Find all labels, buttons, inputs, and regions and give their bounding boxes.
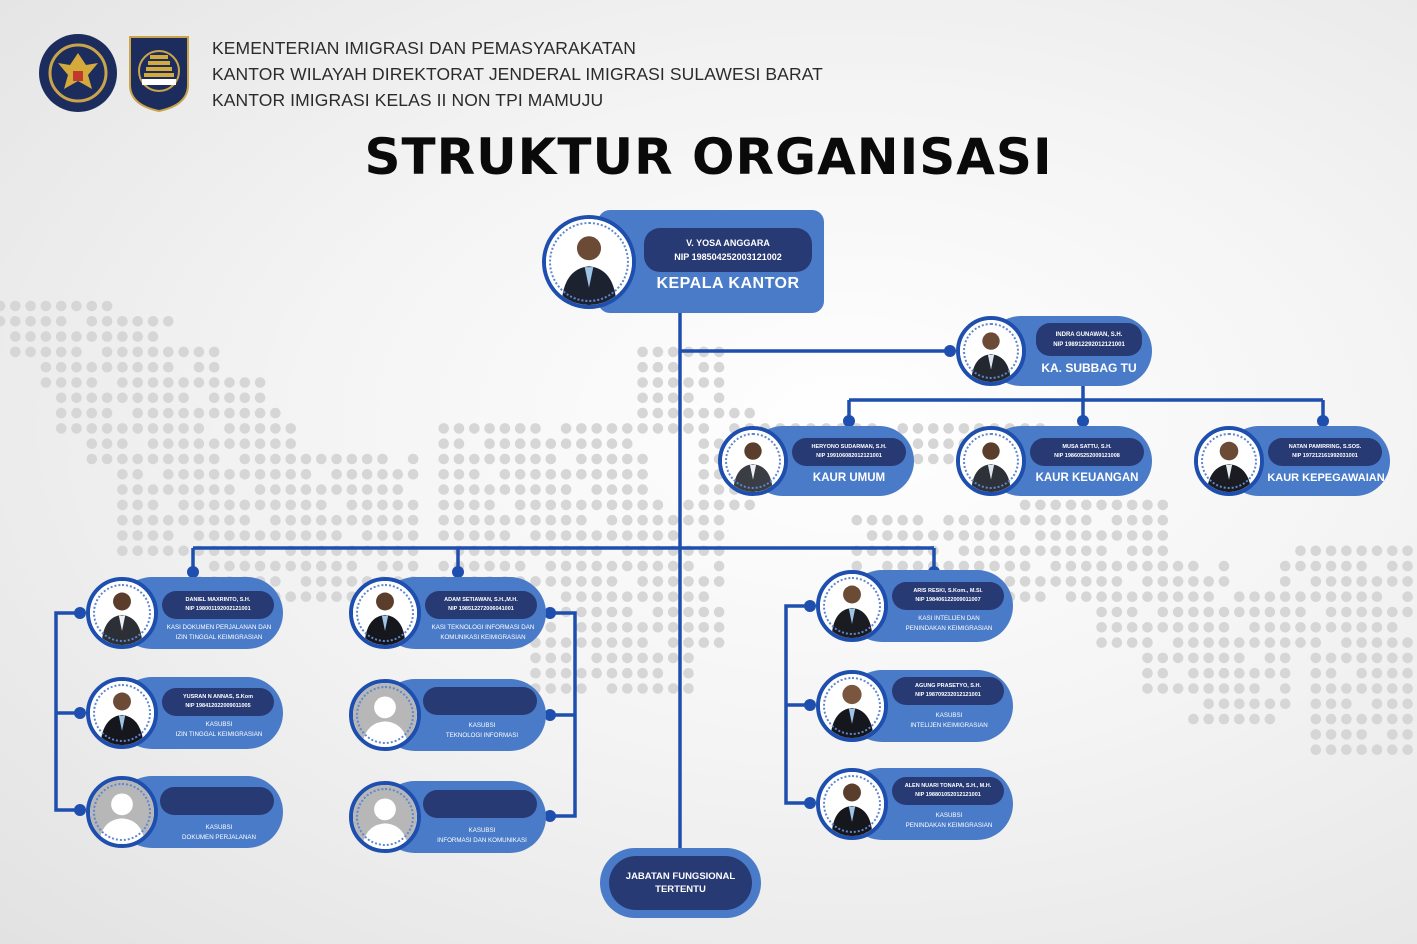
- person-name: HERYONO SUDARMAN, S.H.: [811, 444, 887, 450]
- avatar: [86, 677, 158, 749]
- card-kasubsi-izin-tinggal: YUSRAN N ANNAS, S.Kom NIP 19841202200901…: [86, 677, 284, 749]
- person-name: ADAM SETIAWAN, S.H.,M.H.: [444, 597, 518, 603]
- person-nip: NIP 198512272006041001: [448, 606, 514, 612]
- person-nip: NIP 198001192002121001: [185, 606, 251, 612]
- imigrasi-emblem-icon: [129, 36, 189, 113]
- avatar: [542, 215, 636, 309]
- card-kepala-kantor: V. YOSA ANGGARA NIP 198504252003121002 K…: [540, 210, 825, 313]
- jft-line1: JABATAN FUNGSIONAL: [625, 871, 736, 882]
- avatar: [718, 426, 788, 496]
- card-kaur-umum: HERYONO SUDARMAN, S.H. NIP 1991060820121…: [718, 426, 915, 496]
- page-header: KEMENTERIAN IMIGRASI DAN PEMASYARAKATAN …: [38, 33, 823, 113]
- person-name: YUSRAN N ANNAS, S.Kom: [182, 694, 254, 700]
- person-name: AGUNG PRASETYO, S.H.: [914, 683, 981, 689]
- regional-office-name: KANTOR WILAYAH DIREKTORAT JENDERAL IMIGR…: [212, 64, 823, 84]
- name-placeholder: [160, 787, 274, 815]
- role-title: KASUBSI INTELIJEN KEIMIGRASIAN: [910, 712, 988, 729]
- role-title: KASI DOKUMEN PERJALANAN DAN IZIN TINGGAL…: [166, 624, 272, 641]
- role-title: KASUBSI INFORMASI DAN KOMUNIKASI: [437, 827, 527, 844]
- role-title: KASUBSI TEKNOLOGI INFORMASI: [445, 722, 519, 739]
- role-title: KAUR UMUM: [812, 472, 886, 484]
- role-title: KA. SUBBAG TU: [1041, 361, 1137, 375]
- avatar: [816, 768, 888, 840]
- person-nip: NIP 197212161992031001: [1292, 453, 1358, 459]
- avatar: [956, 426, 1026, 496]
- role-title: KAUR KEPEGAWAIAN: [1267, 472, 1385, 484]
- name-placeholder: [423, 687, 537, 715]
- avatar-placeholder: [349, 679, 421, 751]
- card-kasubsi-penindakan: ALEN NUARI TONAPA, S.H., M.H. NIP 198801…: [816, 768, 1014, 840]
- person-nip: NIP 198406122009011007: [915, 597, 981, 603]
- kementerian-emblem-icon: [39, 34, 117, 112]
- avatar: [349, 577, 421, 649]
- avatar: [816, 670, 888, 742]
- person-nip: NIP 198709232012121001: [915, 692, 981, 698]
- card-kaur-keuangan: MUSA SATTU, S.H. NIP 198605252009121008 …: [956, 426, 1153, 496]
- card-kasi-teknologi-informasi: ADAM SETIAWAN, S.H.,M.H. NIP 19851227200…: [349, 577, 547, 649]
- page-title: STRUKTUR ORGANISASI: [364, 128, 1053, 186]
- person-name: ALEN NUARI TONAPA, S.H., M.H.: [904, 783, 992, 789]
- avatar: [956, 316, 1026, 386]
- card-kasubsi-dokumen-perjalanan: KASUBSI DOKUMEN PERJALANAN: [86, 776, 284, 848]
- header-text-block: KEMENTERIAN IMIGRASI DAN PEMASYARAKATAN …: [212, 35, 852, 113]
- avatar: [86, 577, 158, 649]
- role-title: KASUBSI DOKUMEN PERJALANAN: [182, 824, 256, 841]
- role-title: KASUBSI PENINDAKAN KEIMIGRASIAN: [905, 812, 993, 829]
- person-name: V. YOSA ANGGARA: [686, 238, 770, 248]
- jft-line2: TERTENTU: [655, 884, 706, 895]
- person-name: DANIEL MAXRINTO, S.H.: [185, 597, 251, 603]
- person-name: INDRA GUNAWAN, S.H.: [1055, 331, 1123, 338]
- card-jabatan-fungsional-tertentu: JABATAN FUNGSIONAL TERTENTU: [600, 848, 761, 918]
- person-nip: NIP 198605252009121008: [1054, 453, 1120, 459]
- person-name: MUSA SATTU, S.H.: [1062, 444, 1112, 450]
- role-title: KEPALA KANTOR: [656, 275, 800, 292]
- avatar-placeholder: [86, 776, 158, 848]
- card-kasi-dokumen-perjalanan: DANIEL MAXRINTO, S.H. NIP 19800119200212…: [86, 577, 284, 649]
- office-name: KANTOR IMIGRASI KELAS II NON TPI MAMUJU: [212, 90, 604, 110]
- card-kasi-intelijen-penindakan: ARIS RESKI, S.Kom., M.Si. NIP 1984061220…: [816, 570, 1014, 642]
- role-title: KASUBSI IZIN TINGGAL KEIMIGRASIAN: [175, 721, 263, 738]
- card-kasubsi-informasi-komunikasi: KASUBSI INFORMASI DAN KOMUNIKASI: [349, 781, 547, 853]
- person-nip: NIP 198504252003121002: [674, 252, 782, 262]
- person-nip: NIP 198912292012121001: [1053, 341, 1125, 348]
- name-placeholder: [423, 790, 537, 818]
- avatar: [816, 570, 888, 642]
- person-name: NATAN PAMIRRING, S.SOS.: [1288, 444, 1362, 450]
- avatar-placeholder: [349, 781, 421, 853]
- ministry-name: KEMENTERIAN IMIGRASI DAN PEMASYARAKATAN: [212, 38, 636, 58]
- role-title: KAUR KEUANGAN: [1035, 472, 1139, 484]
- person-name: ARIS RESKI, S.Kom., M.Si.: [913, 588, 983, 594]
- person-nip: NIP 199106082012121001: [816, 453, 882, 459]
- person-nip: NIP 198412022009011005: [185, 703, 251, 709]
- role-title: KASI TEKNOLOGI INFORMASI DAN KOMUNIKASI …: [431, 624, 535, 641]
- card-kasubsi-teknologi-informasi: KASUBSI TEKNOLOGI INFORMASI: [349, 679, 547, 751]
- card-kasubsi-intelijen: AGUNG PRASETYO, S.H. NIP 198709232012121…: [816, 670, 1014, 742]
- card-ka-subbag-tu: INDRA GUNAWAN, S.H. NIP 1989122920121210…: [956, 316, 1154, 386]
- person-nip: NIP 198801052012121001: [915, 792, 981, 798]
- role-title: KASI INTELIJEN DAN PENINDAKAN KEIMIGRASI…: [905, 615, 993, 632]
- avatar: [1194, 426, 1264, 496]
- card-kaur-kepegawaian: NATAN PAMIRRING, S.SOS. NIP 197212161992…: [1194, 426, 1391, 496]
